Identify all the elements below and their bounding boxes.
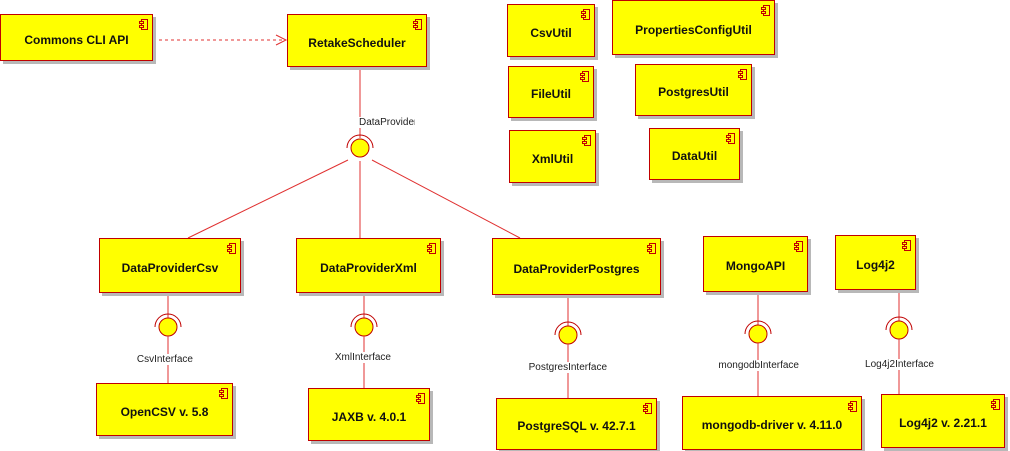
component-postgres-util[interactable]: PostgresUtil bbox=[635, 64, 752, 116]
component-label: OpenCSV v. 5.8 bbox=[120, 404, 209, 419]
required-socket-log4j2 bbox=[885, 316, 913, 331]
component-label: mongodb-driver v. 4.11.0 bbox=[701, 418, 843, 432]
component-icon bbox=[991, 399, 1000, 410]
component-commons-cli[interactable]: Commons CLI API bbox=[0, 14, 153, 61]
component-label: DataProviderXml bbox=[320, 260, 417, 275]
component-icon bbox=[647, 243, 656, 254]
component-label: PostgreSQL v. 42.7.1 bbox=[517, 419, 636, 433]
component-icon bbox=[219, 388, 228, 399]
provided-interface-postgres bbox=[558, 325, 578, 345]
component-label: PostgresUtil bbox=[658, 85, 729, 99]
component-file-util[interactable]: FileUtil bbox=[508, 66, 594, 118]
component-label: DataUtil bbox=[671, 149, 718, 163]
component-label: PropertiesConfigUtil bbox=[635, 22, 752, 37]
component-icon bbox=[580, 71, 589, 82]
component-label: MongoAPI bbox=[725, 259, 786, 273]
component-icon bbox=[581, 9, 590, 20]
component-label: RetakeScheduler bbox=[308, 35, 406, 50]
component-log4j2[interactable]: Log4j2 bbox=[835, 235, 916, 290]
component-log4j2-lib[interactable]: Log4j2 v. 2.21.1 bbox=[881, 394, 1005, 448]
component-mongo-api[interactable]: MongoAPI bbox=[703, 236, 808, 292]
required-socket-postgres bbox=[554, 321, 582, 336]
component-label: Log4j2 v. 2.21.1 bbox=[899, 416, 987, 430]
component-jaxb[interactable]: JAXB v. 4.0.1 bbox=[308, 388, 430, 441]
component-icon bbox=[413, 19, 422, 30]
component-label: FileUtil bbox=[530, 87, 571, 101]
component-label: XmlUtil bbox=[531, 151, 574, 166]
component-label: DataProviderPostgres bbox=[513, 261, 640, 276]
provided-interface-xml bbox=[354, 317, 374, 337]
component-retake-scheduler[interactable]: RetakeScheduler bbox=[287, 14, 427, 67]
provided-interface-log4j2 bbox=[889, 320, 909, 340]
connector-line bbox=[187, 159, 349, 239]
component-label: Commons CLI API bbox=[24, 32, 129, 47]
component-icon bbox=[761, 5, 770, 16]
component-label: DataProviderCsv bbox=[121, 260, 219, 275]
component-xml-util[interactable]: XmlUtil bbox=[509, 130, 596, 183]
component-icon bbox=[726, 133, 735, 144]
component-icon bbox=[139, 19, 148, 30]
component-data-provider-xml[interactable]: DataProviderXml bbox=[296, 238, 441, 293]
component-icon bbox=[416, 393, 425, 404]
component-icon bbox=[427, 243, 436, 254]
component-mongodb-driver[interactable]: mongodb-driver v. 4.11.0 bbox=[682, 396, 862, 450]
component-postgresql[interactable]: PostgreSQL v. 42.7.1 bbox=[496, 398, 657, 450]
interface-label-dataprovider: DataProvider bbox=[359, 117, 415, 128]
component-icon bbox=[848, 401, 857, 412]
interface-label-csv: CsvInterface bbox=[137, 354, 193, 365]
interface-label-log4j2: Log4j2Interface bbox=[860, 359, 934, 370]
required-socket-mongodb bbox=[744, 320, 772, 335]
interface-label-postgres: PostgresInterface bbox=[527, 362, 607, 373]
component-icon bbox=[227, 243, 236, 254]
component-icon bbox=[794, 241, 803, 252]
component-icon bbox=[902, 240, 911, 251]
component-icon bbox=[643, 403, 652, 414]
required-socket-dataprovider bbox=[346, 134, 374, 149]
component-icon bbox=[738, 69, 747, 80]
component-data-provider-csv[interactable]: DataProviderCsv bbox=[99, 238, 241, 293]
provided-interface-dataprovider bbox=[350, 138, 370, 158]
interface-label-xml: XmlInterface bbox=[333, 352, 391, 363]
component-data-provider-postgres[interactable]: DataProviderPostgres bbox=[492, 238, 661, 295]
component-label: JAXB v. 4.0.1 bbox=[331, 409, 407, 424]
provided-interface-mongodb bbox=[748, 324, 768, 344]
component-label: CsvUtil bbox=[530, 25, 572, 40]
component-label: Log4j2 bbox=[856, 257, 895, 272]
required-socket-xml bbox=[350, 313, 378, 328]
interface-label-mongodb: mongodbInterface bbox=[711, 360, 799, 371]
component-opencsv[interactable]: OpenCSV v. 5.8 bbox=[96, 383, 233, 436]
dependency-arrow bbox=[153, 34, 288, 46]
component-properties-config-util[interactable]: PropertiesConfigUtil bbox=[612, 0, 775, 55]
connector-line bbox=[371, 159, 521, 239]
component-icon bbox=[582, 135, 591, 146]
component-csv-util[interactable]: CsvUtil bbox=[507, 4, 595, 57]
provided-interface-csv bbox=[158, 317, 178, 337]
component-data-util[interactable]: DataUtil bbox=[649, 128, 740, 180]
required-socket-csv bbox=[154, 313, 182, 328]
